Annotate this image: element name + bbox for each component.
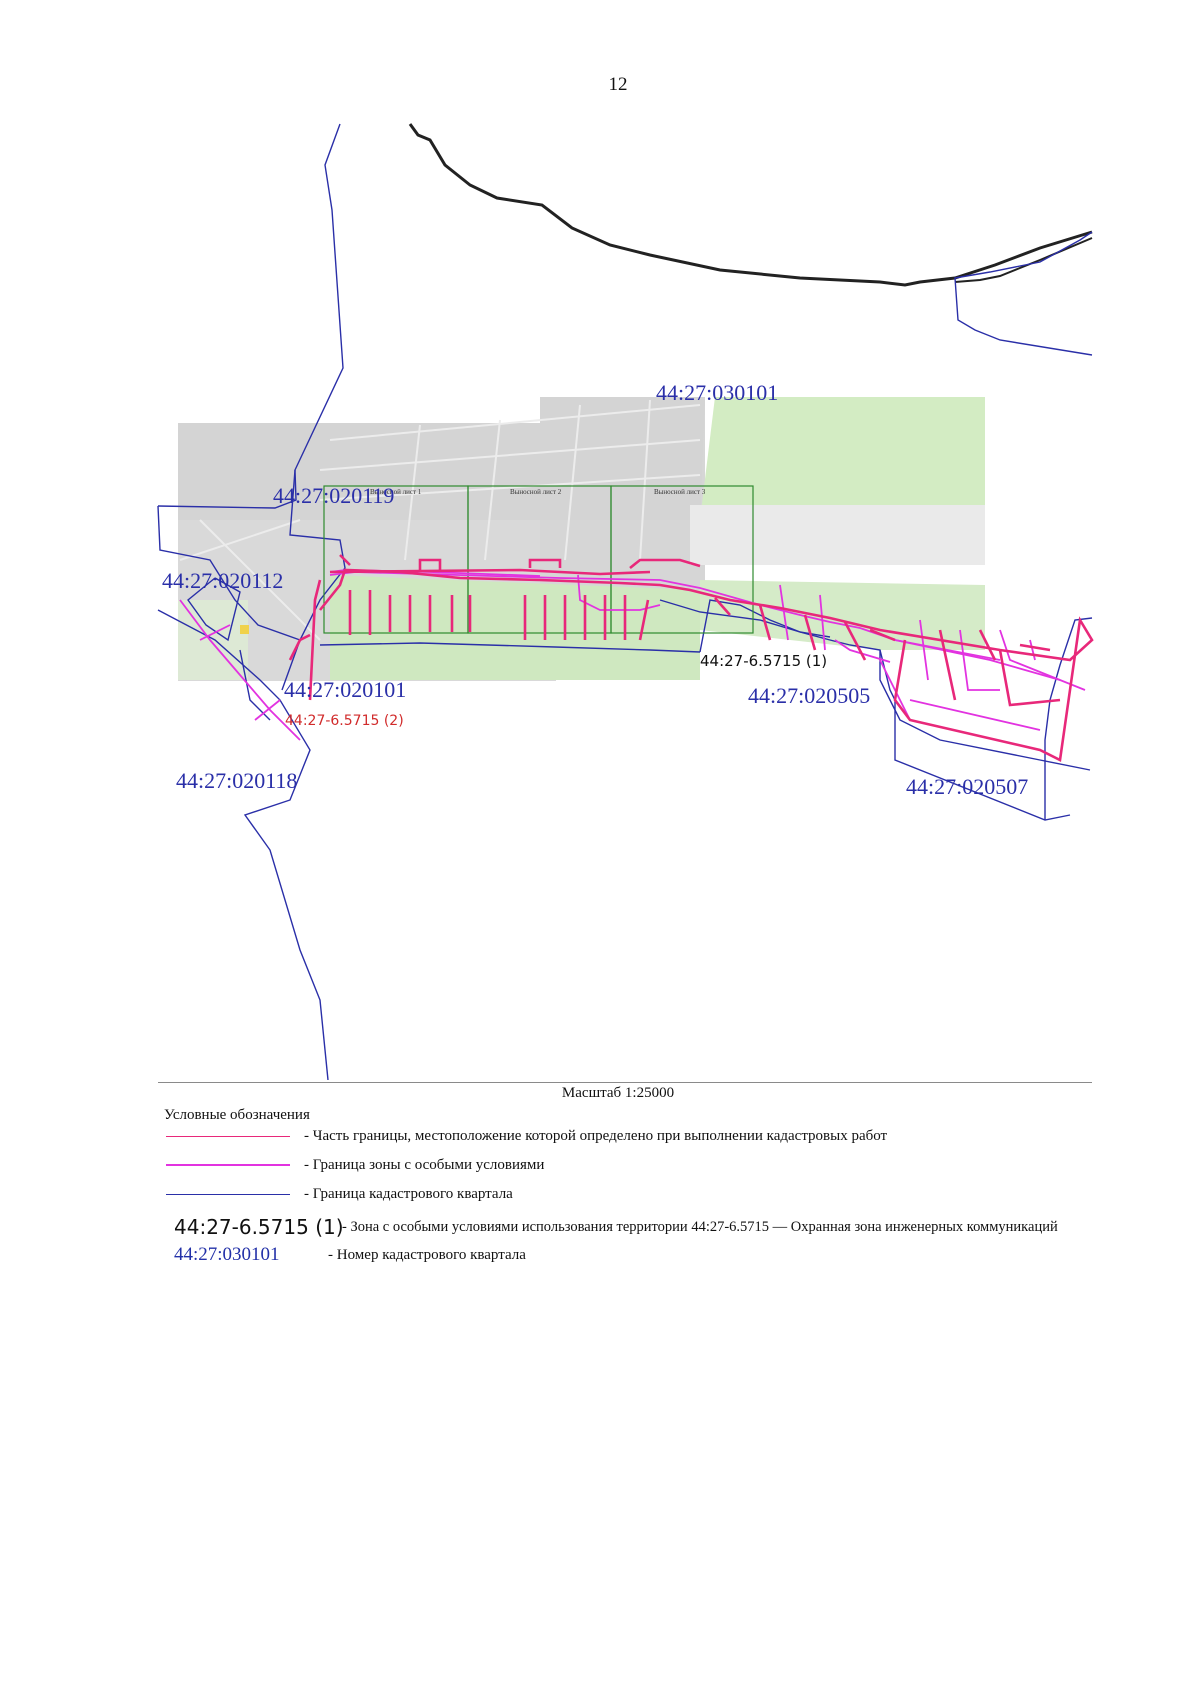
basemap-streets <box>179 399 701 641</box>
legend-swatch-survey <box>166 1135 290 1137</box>
map-scale: Масштаб 1:25000 <box>561 1085 675 1101</box>
legend-text-quarter: - Граница кадастрового квартала <box>304 1185 513 1202</box>
quarter-label-020112: 44:27:020112 <box>162 568 283 593</box>
sheet-frame-3 <box>610 485 754 634</box>
quarter-label-020505: 44:27:020505 <box>748 683 870 708</box>
basemap-green-east <box>700 580 985 650</box>
basemap <box>178 397 985 681</box>
page-number: 12 <box>608 74 628 95</box>
sheet-label-3: Выносной лист 3 <box>654 488 706 496</box>
survey-boundaries <box>288 554 1094 762</box>
quarter-label-020101: 44:27:020101 <box>284 677 406 702</box>
poi-marker <box>240 625 249 634</box>
cadastral-map[interactable]: Выносной лист 1 Выносной лист 2 Выносной… <box>0 0 1200 1080</box>
quarter-label-020119: 44:27:020119 <box>273 483 394 508</box>
zone-label-1: 44:27-6.5715 (1) <box>700 652 827 670</box>
scale-divider <box>158 1082 1092 1083</box>
legend-swatch-zone <box>166 1164 290 1166</box>
basemap-airstrip <box>690 505 985 565</box>
legend-zone-code: 44:27-6.5715 (1) <box>174 1215 344 1239</box>
sheet-label-2: Выносной лист 2 <box>510 488 562 496</box>
river <box>408 123 1093 287</box>
legend-text-zone: - Граница зоны с особыми условиями <box>304 1156 545 1173</box>
map-sheet-frames <box>323 485 754 634</box>
legend-row-quarter: - Граница кадастрового квартала <box>164 1183 513 1205</box>
legend-row-survey: - Часть границы, местоположение которой … <box>164 1125 887 1147</box>
legend-quarter-text: - Номер кадастрового квартала <box>328 1246 526 1263</box>
legend-row-quarter-code: 44:27:030101 - Номер кадастрового кварта… <box>164 1244 526 1266</box>
legend-title: Условные обозначения <box>164 1107 310 1123</box>
basemap-green-field <box>700 397 985 520</box>
legend-text-survey: - Часть границы, местоположение которой … <box>304 1127 888 1144</box>
quarter-label-020118: 44:27:020118 <box>176 768 297 793</box>
zone-label-2: 44:27-6.5715 (2) <box>285 713 404 729</box>
legend-zone-text: - Зона с особыми условиями использования… <box>342 1218 1058 1235</box>
sheet-label-1: Выносной лист 1 <box>370 488 422 496</box>
legend-row-zone: - Граница зоны с особыми условиями <box>164 1154 544 1176</box>
quarter-label-030101: 44:27:030101 <box>656 380 778 405</box>
basemap-urban-corner <box>178 397 705 520</box>
basemap-green-south <box>330 575 700 680</box>
legend-quarter-code: 44:27:030101 <box>174 1244 280 1265</box>
quarter-label-020507: 44:27:020507 <box>906 774 1028 799</box>
legend-row-zone-code: 44:27-6.5715 (1) - Зона с особыми услови… <box>174 1215 1058 1239</box>
legend-swatch-quarter <box>166 1193 290 1195</box>
